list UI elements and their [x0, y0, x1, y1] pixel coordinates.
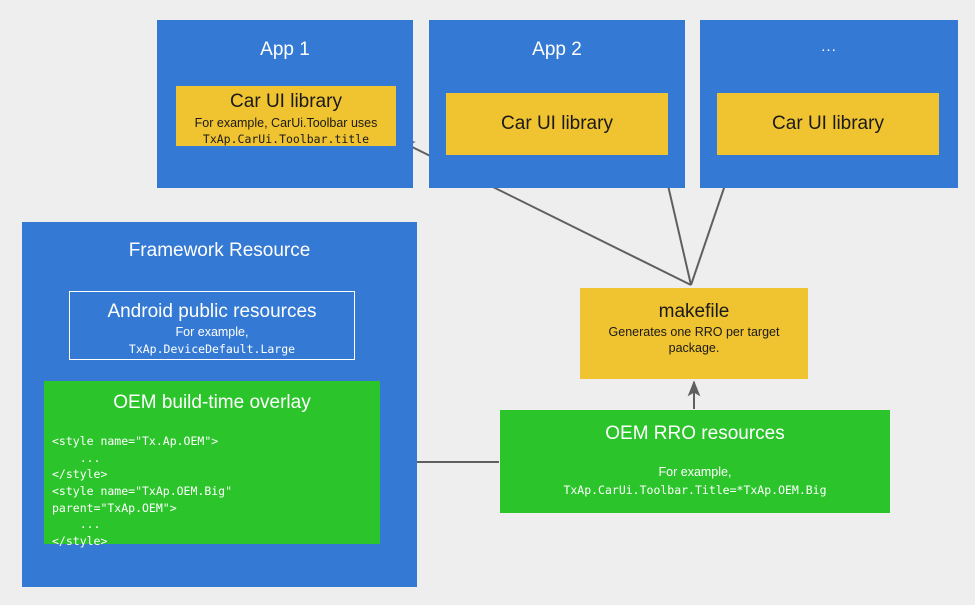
oem-rro-resources-subtitle: For example,	[658, 464, 732, 479]
app3-car-ui-library: Car UI library	[717, 93, 939, 155]
android-public-resources-box: Android public resources For example, Tx…	[69, 291, 355, 360]
oem-rro-resources-title: OEM RRO resources	[605, 423, 785, 444]
app1-car-ui-library-title: Car UI library	[230, 91, 342, 112]
app3-title: ...	[821, 38, 837, 55]
android-public-resources-subtitle: For example,	[175, 324, 249, 339]
framework-resource-title: Framework Resource	[128, 240, 311, 261]
app1-car-ui-library: Car UI library For example, CarUi.Toolba…	[176, 86, 396, 146]
app2-title: App 2	[532, 39, 582, 60]
app1-car-ui-library-subtitle: For example, CarUi.Toolbar uses	[194, 115, 378, 130]
android-public-resources-code: TxAp.DeviceDefault.Large	[128, 341, 296, 356]
makefile-subtitle: Generates one RRO per target package.	[608, 324, 780, 355]
android-public-resources-title: Android public resources	[107, 301, 317, 322]
oem-build-time-overlay-title: OEM build-time overlay	[113, 392, 311, 413]
oem-build-time-overlay-code: <style name="Tx.Ap.OEM"> ... </style> <s…	[52, 434, 233, 549]
makefile-box: makefile Generates one RRO per target pa…	[580, 288, 808, 379]
oem-build-time-overlay-box: OEM build-time overlay <style name="Tx.A…	[44, 381, 380, 548]
app2-car-ui-library-title: Car UI library	[501, 113, 613, 135]
app1-title: App 1	[260, 39, 310, 60]
oem-rro-resources-box: OEM RRO resources For example, TxAp.CarU…	[500, 410, 890, 513]
app1-car-ui-library-code: TxAp.CarUi.Toolbar.title	[202, 132, 370, 146]
oem-rro-resources-code: TxAp.CarUi.Toolbar.Title=*TxAp.OEM.Big	[563, 482, 827, 497]
makefile-title: makefile	[658, 301, 730, 322]
app2-car-ui-library: Car UI library	[446, 93, 668, 155]
app3-car-ui-library-title: Car UI library	[772, 113, 884, 135]
